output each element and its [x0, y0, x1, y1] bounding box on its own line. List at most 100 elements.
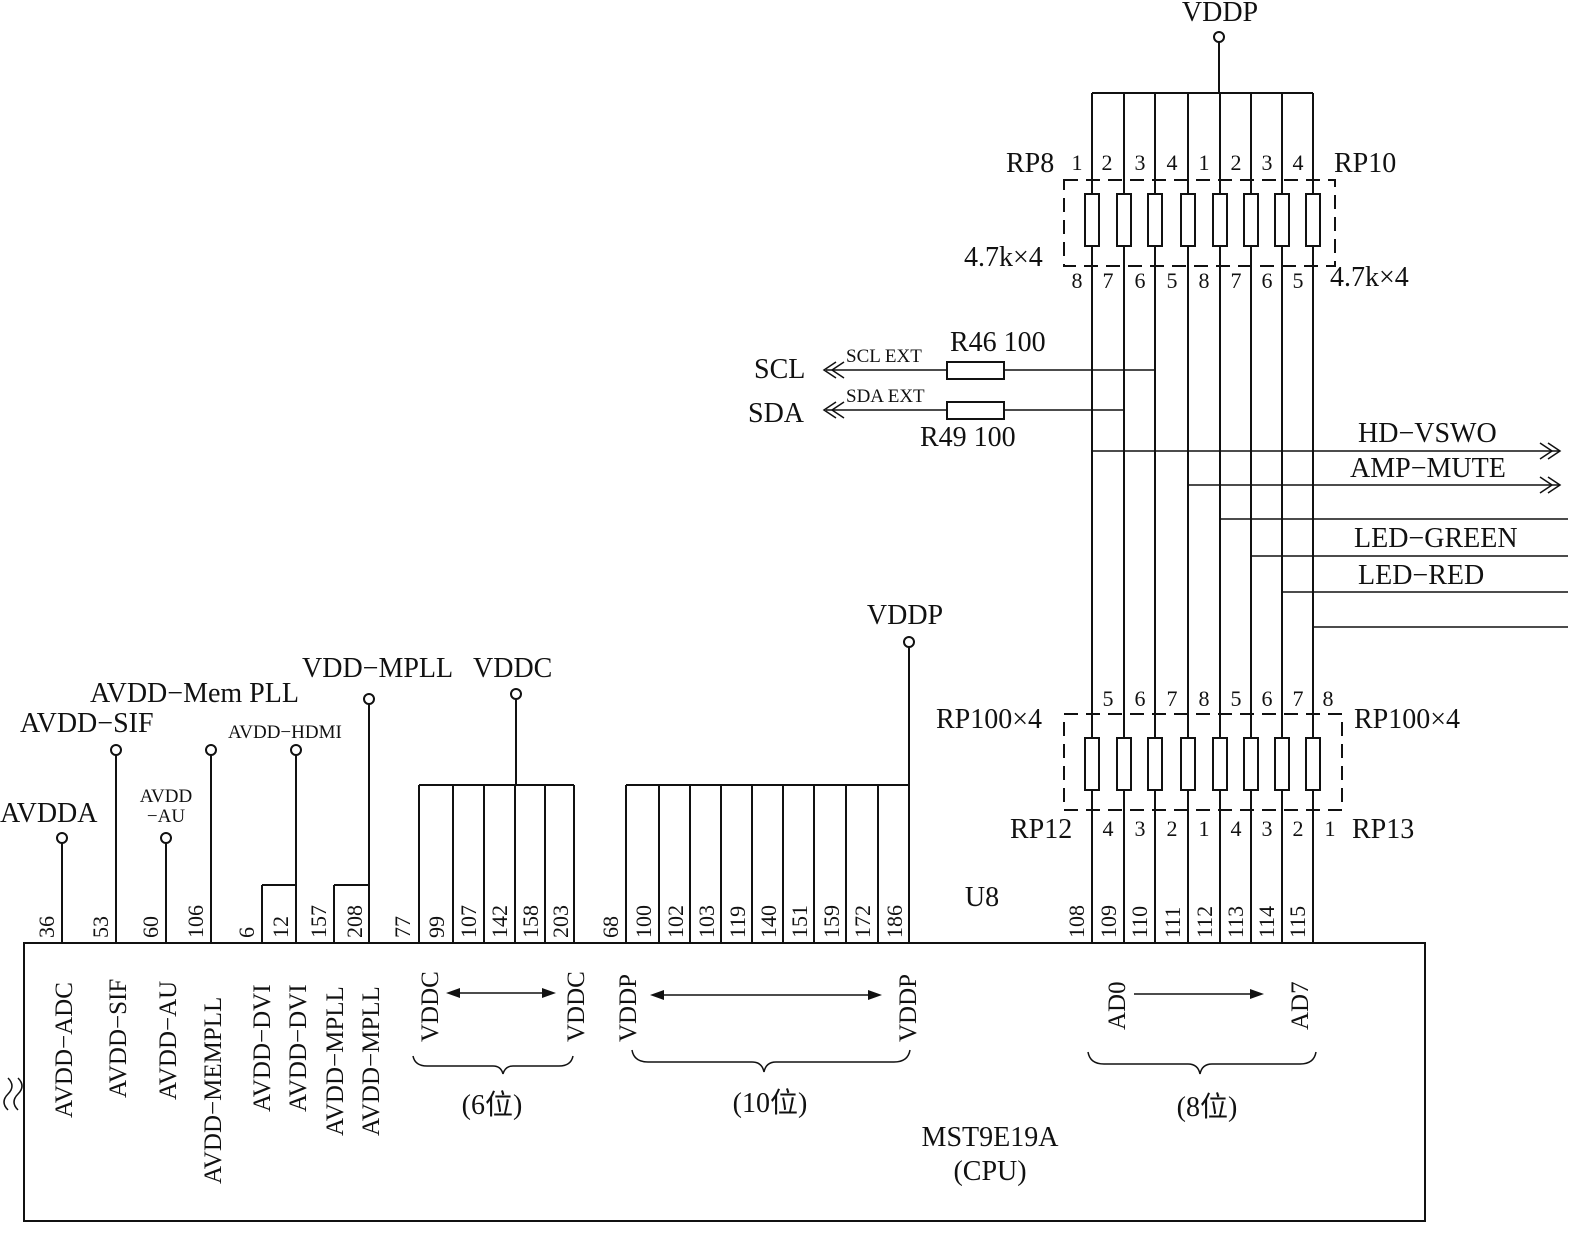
- vddp-mid-label: VDDP: [867, 600, 943, 631]
- pullup-right-ref: RP10: [1334, 148, 1396, 179]
- vddc-count: (6位): [462, 1089, 523, 1121]
- pin-number: 100: [631, 905, 656, 938]
- pin-number: 102: [663, 905, 688, 938]
- pack-pin: 3: [1262, 150, 1273, 175]
- ad-pin-numbers: 108 109 110 111 112 113 114 115: [1064, 905, 1310, 938]
- pin-number: 142: [487, 905, 512, 938]
- vddp-top-terminal: [1213, 31, 1225, 43]
- amp-mute-label: AMP−MUTE: [1350, 453, 1506, 484]
- scl-arrow-icon: [822, 361, 845, 379]
- pack-pin: 5: [1103, 686, 1114, 711]
- series-left-ref: RP12: [1010, 814, 1072, 845]
- pin-name: AVDD−MEMPLL: [200, 997, 227, 1184]
- resistor: [1243, 193, 1259, 247]
- avdd-sif-label: AVDD−SIF: [20, 708, 154, 739]
- pin-number: 140: [756, 905, 781, 938]
- vddp-left-name: VDDP: [615, 974, 642, 1042]
- pack-pin: 6: [1135, 268, 1146, 293]
- pin-number: 113: [1223, 906, 1248, 938]
- vddc-pin-numbers: 99 107 142 158 203: [424, 905, 573, 938]
- pullup-left-value: 4.7k×4: [964, 242, 1043, 273]
- series-resistors: [1084, 737, 1321, 791]
- chip-name: MST9E19A: [922, 1122, 1060, 1153]
- resistor: [1274, 737, 1290, 791]
- vddp-top-label: VDDP: [1182, 0, 1258, 28]
- analog-pin-numbers: 36 53 60 106 6 12 157 208 77: [34, 905, 415, 938]
- r49-resistor: [946, 401, 1005, 420]
- resistor: [1147, 193, 1163, 247]
- series-left-value: RP100×4: [936, 704, 1042, 735]
- vddp-right-name: VDDP: [895, 974, 922, 1042]
- pin-number: 68: [598, 916, 623, 938]
- sda-net-label: SDA EXT: [846, 386, 925, 407]
- pin-number: 103: [694, 905, 719, 938]
- resistor: [1274, 193, 1290, 247]
- vdd-mpll-terminal: [363, 693, 375, 705]
- resistor: [1305, 737, 1321, 791]
- avdd-mempll-label: AVDD−Mem PLL: [90, 678, 299, 709]
- pullup-top-pin-numbers: 1 2 3 4 1 2 3 4: [1072, 150, 1304, 175]
- series-right-value: RP100×4: [1354, 704, 1460, 735]
- pin-number: 108: [1064, 905, 1089, 938]
- pack-pin: 4: [1167, 150, 1178, 175]
- pin-number: 151: [787, 905, 812, 938]
- pullup-resistors: [1084, 193, 1321, 247]
- r46-resistor: [946, 361, 1005, 380]
- pack-pin: 2: [1167, 816, 1178, 841]
- ad-pin-wires: [1123, 810, 1314, 943]
- pack-pin: 7: [1231, 268, 1242, 293]
- pullup-right-value: 4.7k×4: [1330, 262, 1409, 293]
- analog-pin-names: AVDD−ADC AVDD−SIF AVDD−AU AVDD−MEMPLL AV…: [51, 979, 385, 1184]
- pack-pin: 1: [1325, 816, 1336, 841]
- pack-pin: 7: [1103, 268, 1114, 293]
- pin-number: 106: [183, 905, 208, 938]
- pack-pin: 5: [1293, 268, 1304, 293]
- pullup-left-ref: RP8: [1006, 148, 1054, 179]
- pullup-pack-outline: [1063, 179, 1336, 267]
- pack-pin: 1: [1199, 816, 1210, 841]
- scl-net-label: SCL EXT: [846, 346, 922, 367]
- led-green-label: LED−GREEN: [1354, 523, 1518, 554]
- resistor: [1180, 737, 1196, 791]
- pin-number: 158: [518, 905, 543, 938]
- resistor: [1084, 193, 1100, 247]
- hd-vswo-label: HD−VSWO: [1358, 418, 1497, 449]
- pullup-top-leads: [1091, 93, 1314, 194]
- pack-pin: 8: [1199, 268, 1210, 293]
- vddp-mid-terminal: [903, 636, 915, 648]
- scl-label: SCL: [754, 354, 805, 385]
- avdd-sif-terminal: [110, 744, 122, 756]
- pack-pin: 8: [1199, 686, 1210, 711]
- pin-number: 159: [819, 905, 844, 938]
- pin-name: AVDD−DVI: [249, 984, 276, 1112]
- pack-pin: 7: [1167, 686, 1178, 711]
- pack-pin: 5: [1167, 268, 1178, 293]
- resistor: [1180, 193, 1196, 247]
- pack-pin: 3: [1135, 816, 1146, 841]
- ad-brace: [1087, 1051, 1317, 1075]
- pack-pin: 2: [1231, 150, 1242, 175]
- avdd-hdmi-terminal: [290, 744, 302, 756]
- chip-ref: U8: [965, 882, 999, 913]
- pin-number: 36: [34, 916, 59, 938]
- pin-number: 109: [1096, 905, 1121, 938]
- pin-number: 112: [1192, 906, 1217, 938]
- pack-pin: 7: [1293, 686, 1304, 711]
- pin-number: 172: [850, 905, 875, 938]
- ad-arrowhead: [1250, 989, 1264, 999]
- vddp-pin-wires: [625, 785, 910, 943]
- vddp-brace: [631, 1049, 911, 1073]
- pin-number: 12: [268, 916, 293, 938]
- avdd-au-label-1: AVDD: [140, 786, 192, 807]
- pack-pin: 6: [1262, 268, 1273, 293]
- signal-lines: [1091, 246, 1314, 712]
- ad-count: (8位): [1177, 1091, 1238, 1123]
- pack-pin: 2: [1102, 150, 1113, 175]
- vddc-brace: [412, 1055, 574, 1075]
- pin-number: 110: [1127, 906, 1152, 938]
- pin-number: 99: [424, 916, 449, 938]
- pack-pin: 4: [1103, 816, 1114, 841]
- pin-name: AVDD−SIF: [105, 979, 132, 1098]
- pin-name: AVDD−ADC: [51, 982, 78, 1118]
- pack-pin: 6: [1262, 686, 1273, 711]
